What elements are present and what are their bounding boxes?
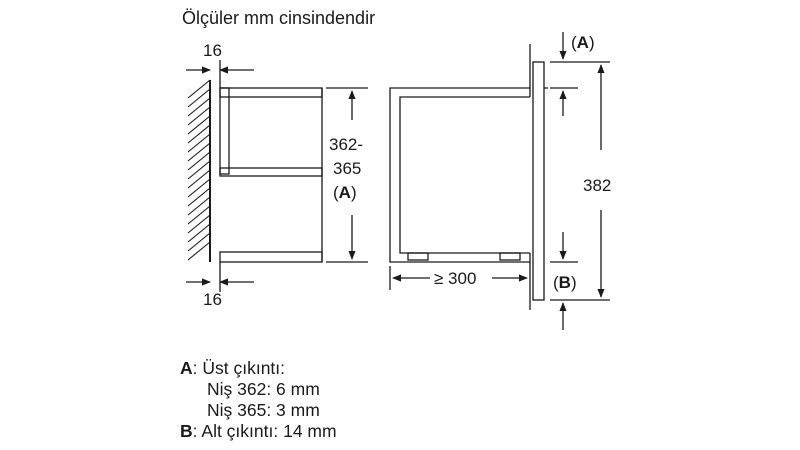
hatch-line	[187, 241, 211, 261]
cabinet-niche	[219, 87, 323, 263]
hatch-line	[187, 142, 211, 162]
wall-hatching	[187, 79, 211, 261]
appliance-height-label: 382	[583, 176, 611, 195]
legend-a-row: A: Üst çıkıntı:	[180, 358, 337, 379]
hatch-line	[187, 88, 211, 108]
hatch-line	[187, 115, 211, 135]
bottom-thickness-dimension: 16	[186, 262, 254, 309]
foot-rear	[407, 252, 429, 261]
bottom-thickness-label: 16	[203, 290, 222, 309]
hatch-line	[187, 196, 211, 216]
hatch-line	[187, 79, 211, 99]
bottom-board	[219, 251, 323, 263]
top-board	[219, 87, 323, 98]
hatch-line	[187, 106, 211, 126]
appliance-inner-outline	[399, 96, 530, 254]
top-overhang-dimension: (A)	[550, 32, 610, 116]
hatch-line	[187, 187, 211, 207]
wall	[187, 79, 211, 262]
hatch-line	[187, 124, 211, 144]
niche-height-line1: 362-	[329, 135, 363, 154]
appliance-front-panel	[532, 61, 548, 301]
niche-height-ref: (A)	[333, 183, 357, 202]
appliance-body	[389, 44, 531, 310]
legend-a-line3: Niş 365: 3 mm	[207, 400, 320, 420]
middle-shelf	[219, 167, 323, 177]
top-thickness-label: 16	[203, 41, 222, 60]
hatch-line	[187, 133, 211, 153]
foot-front	[499, 252, 521, 261]
hatch-line	[187, 232, 211, 252]
appliance-height-dimension: 382	[583, 64, 611, 298]
legend-b-key: B	[180, 421, 193, 441]
hatch-line	[187, 214, 211, 234]
appliance-outline	[389, 87, 530, 263]
legend: A: Üst çıkıntı: Niş 362: 6 mm Niş 365: 3…	[180, 358, 337, 442]
hatch-line	[187, 205, 211, 225]
hatch-line	[187, 223, 211, 243]
door-panel	[532, 61, 545, 301]
legend-b-row: B: Alt çıkıntı: 14 mm	[180, 421, 337, 442]
bottom-overhang-dimension: (B)	[550, 232, 610, 330]
niche-height-dimension: 362- 365 (A)	[326, 87, 368, 263]
hatch-line	[187, 178, 211, 198]
depth-dimension: ≥ 300	[389, 266, 528, 290]
legend-a-key: A	[180, 358, 193, 378]
diagram-title: Ölçüler mm cinsindendir	[182, 8, 375, 28]
hatch-line	[187, 160, 211, 180]
legend-a-line2: Niş 362: 6 mm	[207, 379, 320, 399]
rear-panel-upper	[219, 87, 230, 175]
niche-height-line2: 365	[333, 159, 361, 178]
hatch-line	[187, 151, 211, 171]
top-thickness-dimension: 16	[186, 41, 254, 88]
hatch-line	[187, 169, 211, 189]
overhang-b-label: (B)	[553, 273, 577, 292]
legend-b-text: : Alt çıkıntı: 14 mm	[192, 421, 337, 441]
overhang-a-label: (A)	[571, 33, 595, 52]
depth-label: ≥ 300	[434, 269, 476, 288]
legend-a-text: : Üst çıkıntı:	[192, 358, 286, 378]
hatch-line	[187, 97, 211, 117]
